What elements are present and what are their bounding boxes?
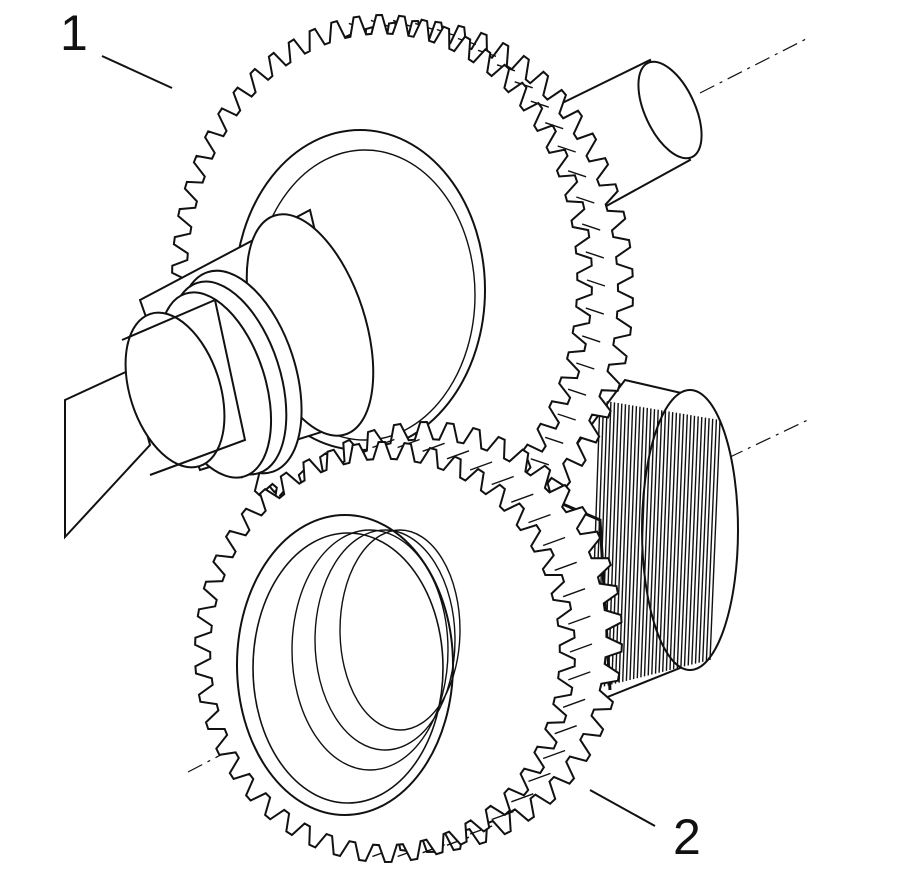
lower-axis-centerline-right <box>727 417 813 459</box>
leader-line-1 <box>101 55 173 89</box>
lower-ring-gear <box>194 420 623 864</box>
upper-shaft-front <box>64 208 375 540</box>
callout-number-1: 1 <box>60 5 88 61</box>
upper-axis-centerline <box>699 37 809 94</box>
callout-number-2: 2 <box>673 809 701 865</box>
leader-line-2 <box>589 789 656 827</box>
